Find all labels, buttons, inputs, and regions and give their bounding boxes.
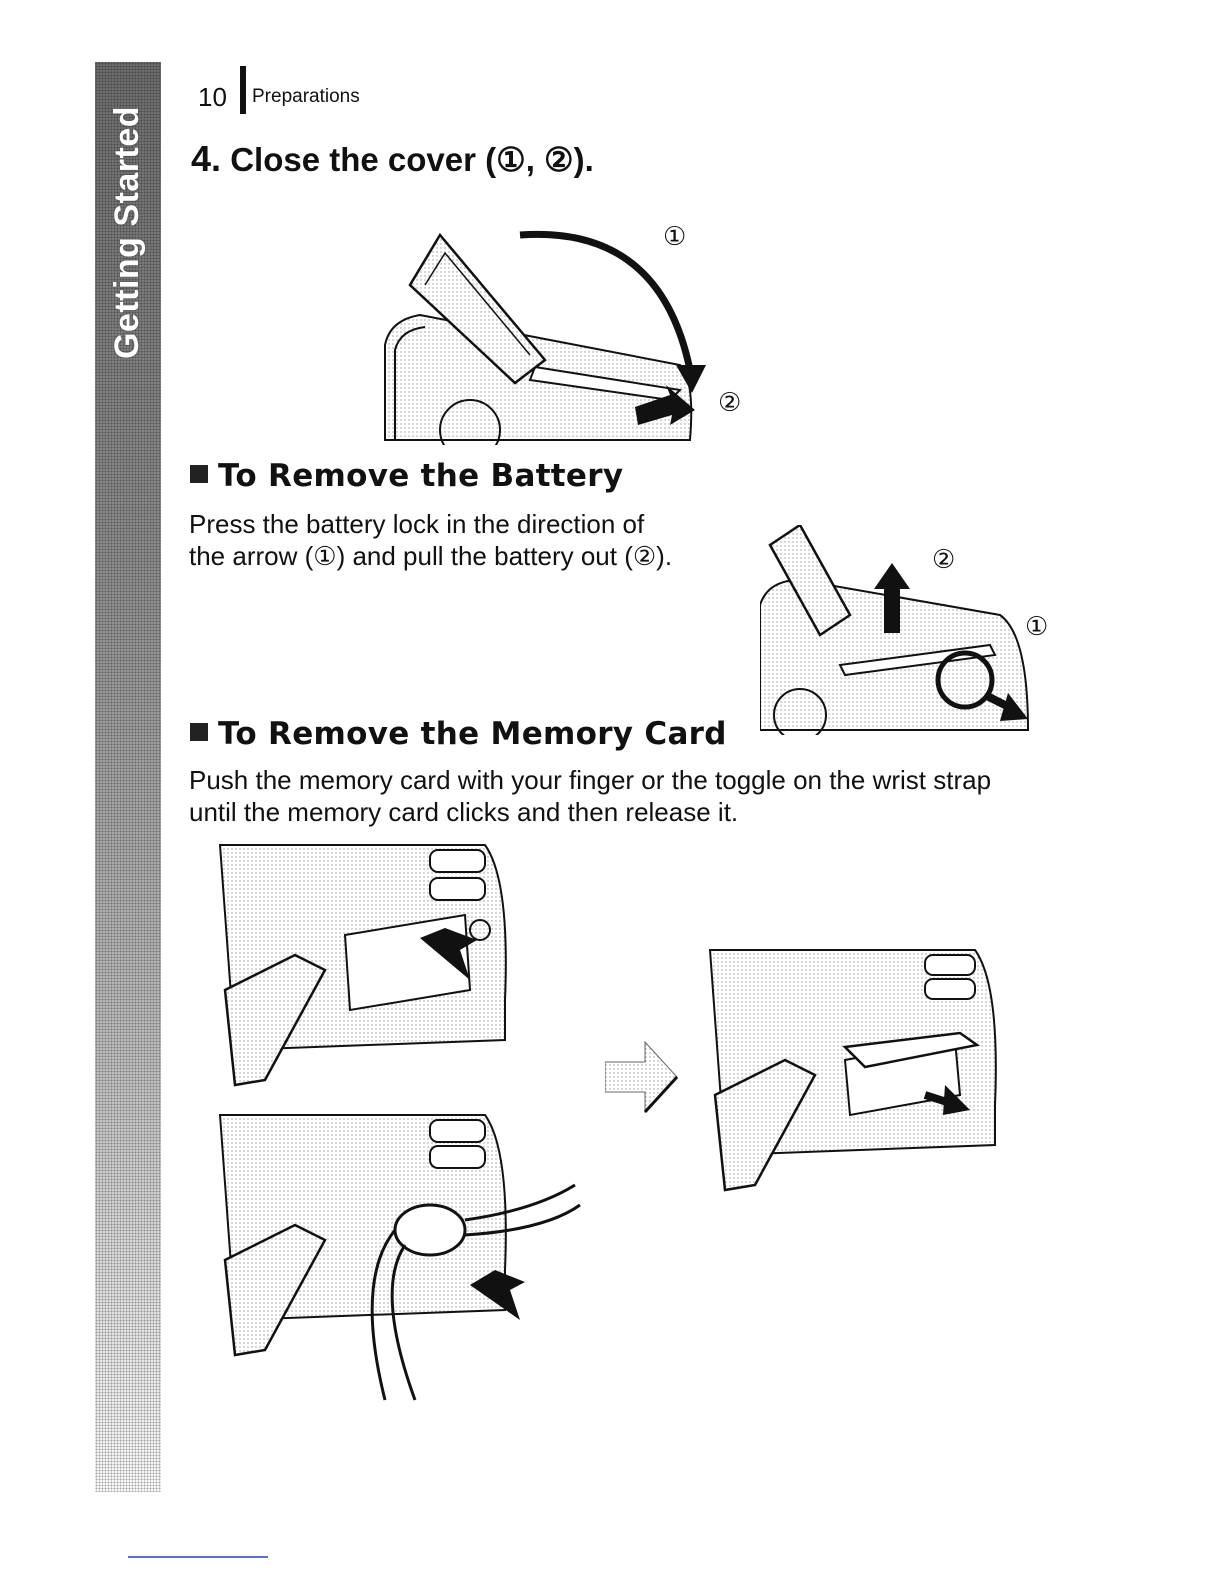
battery-instructions: Press the battery lock in the direction … (189, 508, 672, 572)
memory-card-line-2: until the memory card clicks and then re… (189, 797, 739, 827)
push-card-strap-illustration (218, 1114, 581, 1401)
next-step-arrow-icon (605, 1040, 679, 1114)
step-heading: 4. Close the cover (①, ②). (191, 138, 594, 180)
header-divider (240, 66, 246, 114)
remove-battery-illustration (760, 525, 1030, 735)
memory-card-instructions: Push the memory card with your finger or… (189, 764, 991, 828)
side-tab-label: Getting Started (108, 105, 147, 359)
marker-one-battery: ① (1025, 612, 1049, 642)
square-bullet-icon (190, 465, 208, 483)
footer-line (128, 1556, 268, 1558)
step-number: 4. (191, 138, 222, 179)
side-tab: Getting Started (95, 62, 161, 1492)
marker-one-close: ① (663, 222, 687, 252)
side-tab-label-wrap: Getting Started (95, 62, 161, 402)
section-name: Preparations (252, 86, 360, 107)
page-number: 10 (198, 82, 227, 112)
close-cover-illustration (384, 230, 706, 445)
battery-heading: To Remove the Battery (190, 458, 623, 494)
battery-heading-text: To Remove the Battery (218, 458, 624, 494)
card-ejected-illustration (708, 949, 997, 1192)
push-card-finger-illustration (218, 844, 507, 1087)
battery-line-1: Press the battery lock in the direction … (189, 509, 645, 539)
memory-card-heading-text: To Remove the Memory Card (218, 716, 727, 752)
battery-line-2: the arrow (①) and pull the battery out (… (189, 541, 673, 571)
memory-card-line-1: Push the memory card with your finger or… (189, 765, 992, 795)
marker-two-battery: ② (932, 545, 956, 575)
square-bullet-icon (190, 723, 208, 741)
step-text: Close the cover (①, ②). (230, 141, 594, 178)
memory-card-heading: To Remove the Memory Card (190, 716, 727, 752)
marker-two-close: ② (718, 388, 742, 418)
